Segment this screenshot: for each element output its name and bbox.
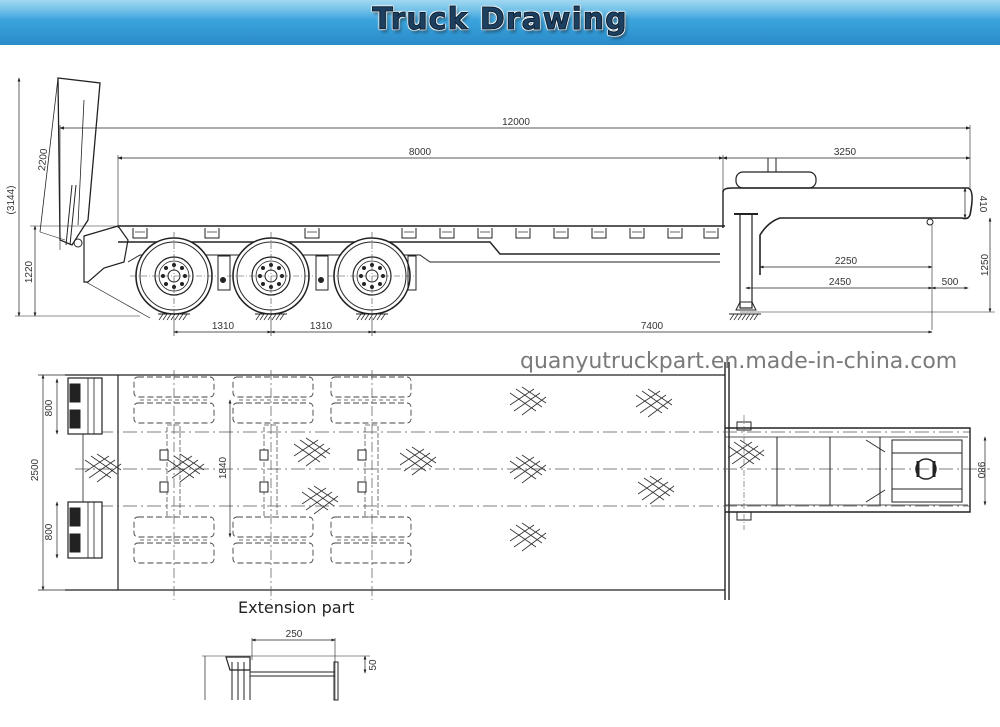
top-view-dimension-labels: 2500 800 800 1840 980 [30, 399, 986, 540]
side-view [15, 77, 995, 336]
dim-ramp-width-bottom: 800 [44, 523, 55, 540]
banner-shine [0, 0, 1000, 20]
ramp-bottom [67, 501, 103, 559]
dim-overall-length: 12000 [502, 117, 530, 128]
top-view [38, 362, 990, 600]
extension-part-drawing [202, 638, 370, 701]
dim-ramp-width-top: 800 [44, 399, 55, 416]
dim-axle-spacing-1: 1310 [212, 321, 235, 332]
extension-part-title: Extension part [238, 598, 355, 617]
dim-axle-spacing-2: 1310 [310, 321, 333, 332]
dim-track-width: 1840 [218, 456, 229, 479]
dim-ramp-length: 2200 [37, 148, 50, 172]
dim-gooseneck-thickness: 410 [977, 196, 988, 213]
dim-overall-width: 2500 [30, 458, 41, 481]
dim-leg-position: 2450 [829, 277, 852, 288]
dim-deck-length: 8000 [409, 147, 432, 158]
dim-gooseneck-width: 980 [975, 462, 986, 479]
page-title: Truck Drawing [372, 2, 628, 38]
side-view-dimension-labels: 12000 8000 3250 2200 (3144) 1220 410 125… [6, 117, 991, 332]
dim-axle-to-leg: 7400 [641, 321, 664, 332]
dim-overall-height: (3144) [6, 186, 17, 215]
ramp-top [67, 377, 103, 435]
dim-kingpin-offset: 500 [942, 277, 959, 288]
watermark: quanyutruckpart.en.made-in-china.com [520, 349, 958, 374]
dim-kingpin-to-leg: 2250 [835, 256, 858, 267]
dim-extension-height: 50 [368, 659, 379, 671]
header-banner: Truck Drawing [0, 0, 1000, 45]
extension-dimension-labels: 250 50 [286, 629, 379, 671]
dim-deck-height: 1220 [24, 260, 35, 283]
dim-extension-width: 250 [286, 629, 303, 640]
dim-gooseneck-length: 3250 [834, 147, 857, 158]
dim-gooseneck-height: 1250 [980, 253, 991, 276]
